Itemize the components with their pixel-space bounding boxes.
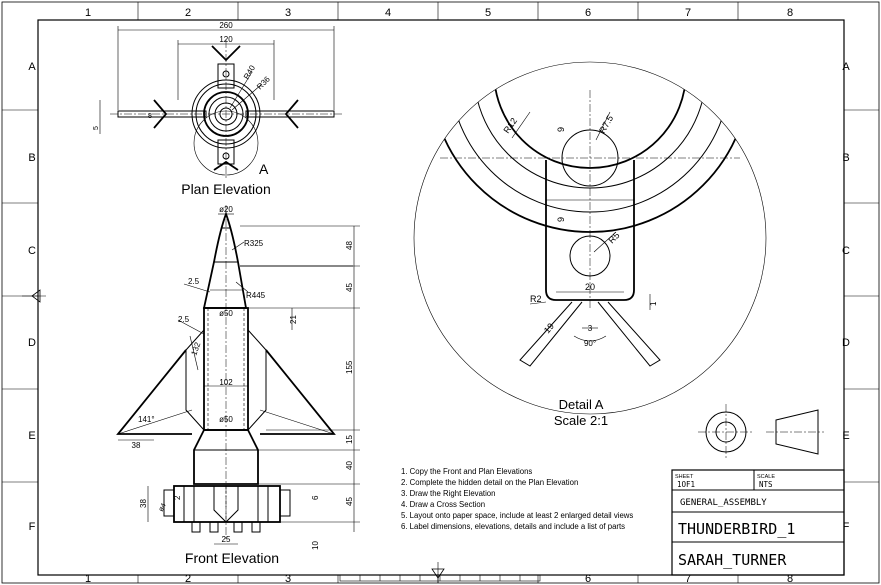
plan-dim-260: 260: [219, 21, 233, 30]
detail-dim-r7-5: R7.5: [597, 114, 615, 135]
detail-dim-1: 1: [649, 301, 658, 306]
detail-dim-90: 90°: [584, 339, 596, 348]
front-dim-r445: R445: [246, 291, 266, 300]
plan-dim-8: 8: [148, 113, 152, 120]
col-label-8-top: 8: [787, 7, 793, 19]
col-label-6-bottom: 6: [585, 573, 591, 585]
col-label-5-top: 5: [485, 7, 491, 19]
detail-dim-20: 20: [585, 282, 595, 292]
instruction-5: 5. Layout onto paper space, include at l…: [401, 511, 633, 520]
row-label-b-left: B: [28, 152, 35, 164]
front-dim-155: 155: [345, 360, 354, 374]
detail-dim-9b: 9: [556, 217, 566, 222]
detail-dim-19: 19: [542, 321, 556, 335]
front-elevation-title: Front Elevation: [185, 550, 279, 566]
title-block-sheet-label: SHEET: [675, 474, 694, 480]
col-label-8-bottom: 8: [787, 573, 793, 585]
row-label-c-right: C: [842, 245, 850, 257]
title-block-author: SARAH_TURNER: [678, 551, 787, 569]
front-dim-132: 132: [189, 341, 202, 357]
col-label-4-top: 4: [385, 7, 391, 19]
col-label-2-bottom: 2: [185, 573, 191, 585]
instruction-6: 6. Label dimensions, elevations, details…: [401, 522, 625, 531]
col-label-3-bottom: 3: [285, 573, 291, 585]
title-block-project: THUNDERBIRD_1: [678, 520, 795, 538]
title-block: SHEET 1OF1 SCALE NTS GENERAL_ASSEMBLY TH…: [671, 469, 845, 576]
front-dim-d50b: ø50: [219, 415, 233, 424]
row-label-d-right: D: [842, 337, 850, 349]
col-label-2-top: 2: [185, 7, 191, 19]
front-dim-2: 2: [173, 495, 182, 500]
title-block-scale-value: NTS: [759, 480, 773, 489]
front-dim-102: 102: [219, 378, 233, 387]
plan-elevation-view: A 260 120 R40 R36 8 5 Plan Elevation: [93, 21, 344, 197]
row-label-f-left: F: [29, 521, 36, 533]
front-dim-2-5b: 2.5: [178, 315, 190, 324]
front-dim-38a: 38: [132, 441, 141, 450]
front-dim-141: 141°: [138, 415, 155, 424]
col-label-7-bottom: 7: [685, 573, 691, 585]
row-label-a-right: A: [842, 61, 850, 73]
front-dim-21: 21: [289, 315, 298, 324]
row-label-f-right: F: [843, 521, 850, 533]
instruction-2: 2. Complete the hidden detail on the Pla…: [401, 478, 578, 487]
detail-dim-9a: 9: [556, 127, 566, 132]
plan-dim-120: 120: [219, 35, 233, 44]
front-dim-d4: ø4: [158, 502, 168, 513]
front-dim-45a: 45: [345, 283, 354, 292]
col-label-7-top: 7: [685, 7, 691, 19]
detail-dim-r2: R2: [530, 294, 542, 304]
detail-dim-r12: R12: [501, 116, 519, 135]
front-dim-45b: 45: [345, 497, 354, 506]
row-label-e-right: E: [842, 430, 849, 442]
front-dim-15: 15: [345, 435, 354, 444]
front-elevation-view: 48 45 155 15 40 45 21 6 10 ø20 R325 R445…: [116, 205, 360, 566]
row-label-d-left: D: [28, 337, 36, 349]
plan-dim-r36: R36: [255, 74, 272, 91]
front-dim-48: 48: [345, 241, 354, 250]
front-dim-6: 6: [311, 495, 320, 500]
col-label-1-top: 1: [85, 7, 91, 19]
plan-detail-label-a: A: [259, 161, 269, 177]
row-label-c-left: C: [28, 245, 36, 257]
col-label-6-top: 6: [585, 7, 591, 19]
detail-dim-r5: R5: [606, 230, 621, 245]
instructions-list: 1. Copy the Front and Plan Elevations 2.…: [401, 467, 633, 531]
row-label-b-right: B: [842, 152, 849, 164]
front-dim-40: 40: [345, 461, 354, 470]
detail-a-title: Detail A: [559, 397, 604, 412]
front-dim-2-5a: 2.5: [188, 277, 200, 286]
front-dim-10: 10: [311, 541, 320, 550]
instruction-3: 3. Draw the Right Elevation: [401, 489, 495, 498]
col-label-3-top: 3: [285, 7, 291, 19]
detail-dim-3: 3: [588, 324, 593, 333]
plan-dim-5: 5: [93, 126, 100, 130]
instruction-1: 1. Copy the Front and Plan Elevations: [401, 467, 532, 476]
front-dim-d50a: ø50: [219, 309, 233, 318]
front-dim-25: 25: [222, 535, 231, 544]
plan-elevation-title: Plan Elevation: [181, 181, 271, 197]
title-block-drawing-type: GENERAL_ASSEMBLY: [680, 498, 767, 508]
detail-a-scale: Scale 2:1: [554, 413, 608, 428]
detail-a-view: R12 R7.5 9 9 R5 20 R2 1 19 3 90° Detail …: [413, 61, 767, 428]
col-label-1-bottom: 1: [85, 573, 91, 585]
projection-symbol: [698, 404, 824, 460]
plan-dim-r40: R40: [242, 63, 257, 81]
title-block-scale-label: SCALE: [757, 474, 775, 480]
title-block-sheet-value: 1OF1: [677, 480, 695, 489]
row-label-a-left: A: [28, 61, 36, 73]
front-dim-r325: R325: [244, 239, 264, 248]
front-dim-d20: ø20: [219, 205, 233, 214]
front-dim-38b: 38: [139, 499, 148, 508]
instruction-4: 4. Draw a Cross Section: [401, 500, 485, 509]
row-label-e-left: E: [28, 430, 35, 442]
